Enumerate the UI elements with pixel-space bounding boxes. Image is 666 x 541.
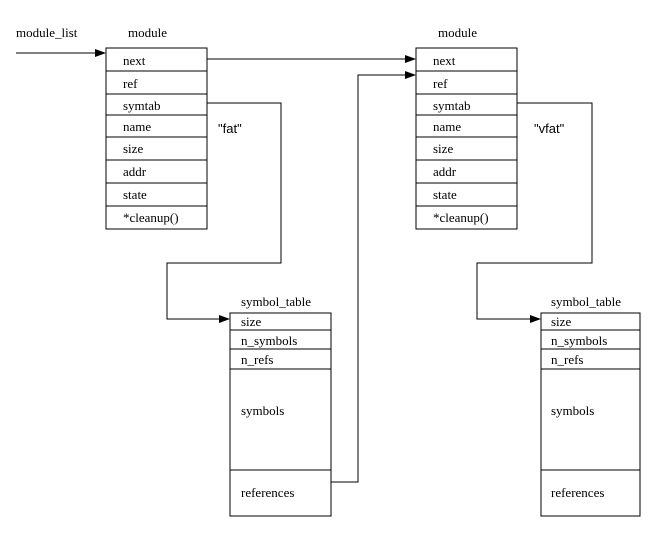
field-symbols: symbols [551,403,594,418]
references-arrow [331,71,416,483]
field-name: name [123,119,151,134]
field-references: references [241,485,294,500]
next-arrow [207,55,416,63]
field-symtab: symtab [123,98,161,113]
field-addr: addr [433,164,457,179]
field-n-symbols: n_symbols [551,333,607,348]
symbol-table-title: symbol_table [551,294,621,309]
field-next: next [123,53,146,68]
field-state: state [123,187,147,202]
field-name: name [433,119,461,134]
symbol-table-vfat: symbol_table size n_symbols n_refs symbo… [540,294,641,517]
field-size: size [241,314,261,329]
symtab-arrow-vfat [476,102,593,323]
field-symtab: symtab [433,98,471,113]
field-cleanup: *cleanup() [123,210,179,225]
module-vfat: module next ref symtab name size addr st… [415,25,565,230]
field-n-refs: n_refs [551,352,584,367]
symbol-table-fat: symbol_table size n_symbols n_refs symbo… [229,294,332,517]
symtab-arrow-fat [166,102,282,323]
module-box [105,47,208,230]
symbol-table-box [540,312,641,517]
symbol-table-box [229,312,332,517]
module-name-value: "fat" [218,121,242,136]
field-size: size [551,314,571,329]
module-name-value: "vfat" [534,121,565,136]
symbol-table-title: symbol_table [241,294,311,309]
field-cleanup: *cleanup() [433,210,489,225]
module-box [415,47,518,230]
field-state: state [433,187,457,202]
module-fat: module next ref symtab name size addr st… [105,25,242,230]
field-ref: ref [123,76,138,91]
module-list-arrow [16,49,106,57]
field-n-refs: n_refs [241,352,274,367]
module-title: module [438,25,477,40]
field-references: references [551,485,604,500]
field-size: size [433,141,453,156]
field-n-symbols: n_symbols [241,333,297,348]
field-ref: ref [433,76,448,91]
module-list-label: module_list [16,25,78,40]
field-next: next [433,53,456,68]
field-size: size [123,141,143,156]
field-symbols: symbols [241,403,284,418]
module-title: module [128,25,167,40]
field-addr: addr [123,164,147,179]
